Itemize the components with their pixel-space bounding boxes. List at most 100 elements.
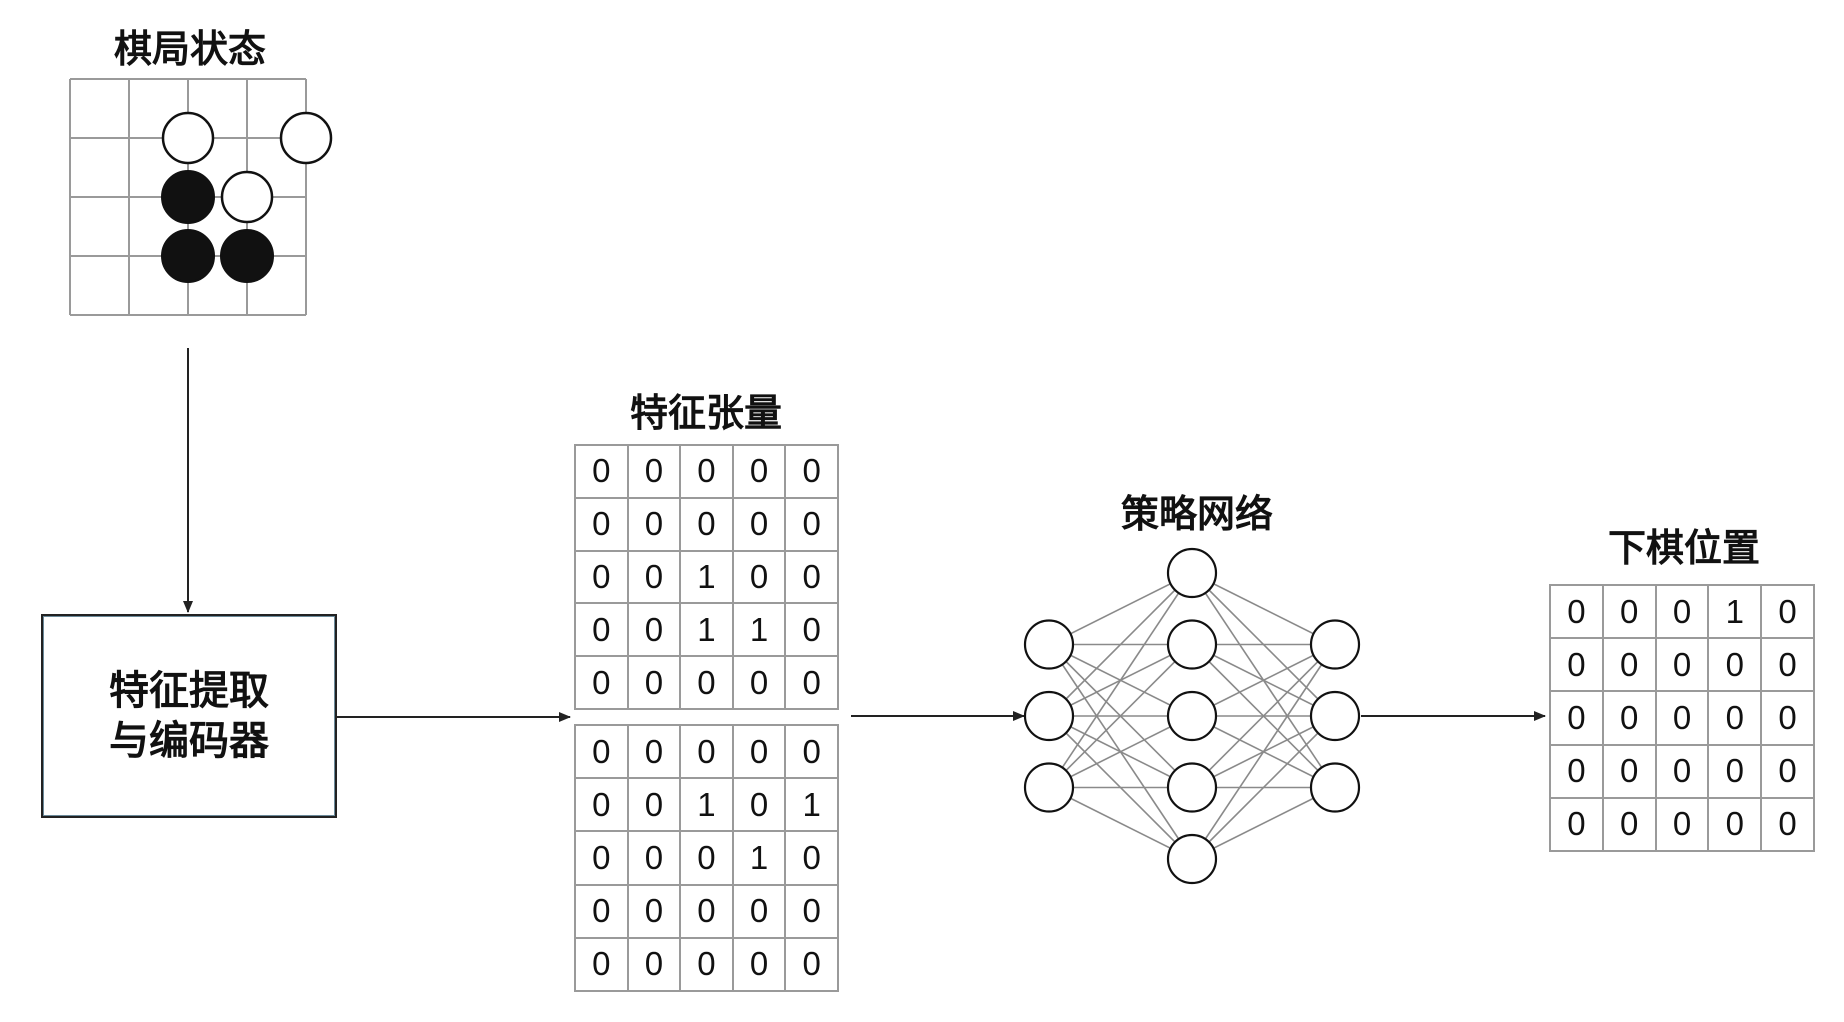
grid-cell: 0 — [574, 496, 629, 552]
network-node — [1166, 690, 1218, 742]
network-node — [1166, 547, 1218, 599]
network-node — [1309, 619, 1361, 670]
network-node — [1023, 762, 1075, 813]
grid-cell: 0 — [731, 655, 787, 710]
grid-cell: 0 — [626, 830, 682, 886]
grid-cell: 0 — [626, 444, 682, 499]
network-edge — [1048, 715, 1193, 789]
grid-cell: 0 — [1707, 743, 1763, 799]
grid-cell: 0 — [679, 655, 734, 710]
grid-cell: 0 — [574, 444, 629, 499]
grid-cell: 0 — [1601, 796, 1657, 853]
grid-cell: 0 — [1601, 637, 1657, 693]
grid-cell: 0 — [1549, 583, 1604, 640]
network-edge — [1191, 643, 1336, 789]
grid-cell: 0 — [784, 883, 839, 939]
network-edge — [1191, 572, 1336, 646]
grid-cell: 0 — [626, 549, 682, 605]
grid-cell: 0 — [679, 830, 734, 886]
network-edge — [1191, 644, 1336, 860]
grid-cell: 0 — [574, 936, 629, 993]
network-node — [1023, 619, 1075, 670]
grid-cell: 0 — [731, 723, 787, 780]
network-edge — [1191, 643, 1336, 717]
grid-cell: 1 — [679, 602, 734, 658]
white-stone — [279, 111, 333, 165]
grid-cell: 0 — [731, 777, 787, 833]
grid-cell: 0 — [574, 549, 629, 605]
grid-cell: 0 — [731, 444, 787, 499]
grid-cell: 0 — [626, 936, 682, 993]
grid-cell: 0 — [1601, 743, 1657, 799]
grid-cell: 0 — [626, 496, 682, 552]
grid-cell: 0 — [1654, 796, 1710, 853]
grid-cell: 0 — [1707, 637, 1763, 693]
output-title: 下棋位置 — [1607, 526, 1761, 570]
grid-cell: 0 — [1707, 690, 1763, 746]
grid-cell: 0 — [731, 549, 787, 605]
network-edge — [1048, 786, 1193, 860]
grid-cell: 0 — [679, 883, 734, 939]
grid-cell: 0 — [679, 496, 734, 552]
grid-cell: 0 — [1654, 690, 1710, 746]
grid-cell: 0 — [574, 777, 629, 833]
grid-cell: 0 — [574, 723, 629, 780]
grid-cell: 0 — [784, 444, 839, 499]
grid-cell: 0 — [1760, 796, 1815, 853]
grid-cell: 0 — [1549, 690, 1604, 746]
grid-cell: 0 — [626, 655, 682, 710]
grid-cell: 0 — [731, 936, 787, 993]
black-stone — [220, 229, 274, 283]
grid-cell: 0 — [1654, 583, 1710, 640]
grid-cell: 1 — [731, 830, 787, 886]
grid-cell: 0 — [1549, 743, 1604, 799]
encoder-label-line2: 与编码器 — [109, 718, 269, 764]
grid-cell: 0 — [784, 496, 839, 552]
grid-cell: 0 — [679, 723, 734, 780]
network-title: 策略网络 — [1120, 492, 1274, 536]
grid-cell: 0 — [626, 602, 682, 658]
flow-arrows — [183, 348, 1546, 722]
grid-cell: 1 — [784, 777, 839, 833]
grid-cell: 0 — [626, 723, 682, 780]
encoder-label-line1: 特征提取 — [109, 668, 269, 714]
white-stone — [161, 111, 215, 165]
network-node — [1166, 762, 1218, 813]
grid-cell: 0 — [784, 723, 839, 780]
grid-cell: 0 — [574, 830, 629, 886]
grid-cell: 0 — [1760, 583, 1815, 640]
grid-cell: 0 — [1760, 637, 1815, 693]
grid-cell: 1 — [679, 777, 734, 833]
black-stone — [161, 170, 215, 224]
grid-cell: 0 — [1601, 583, 1657, 640]
board-title: 棋局状态 — [113, 27, 267, 71]
grid-cell: 0 — [679, 936, 734, 993]
grid-cell: 0 — [1601, 690, 1657, 746]
network-node — [1309, 762, 1361, 813]
grid-cell: 0 — [784, 936, 839, 993]
grid-cell: 0 — [784, 549, 839, 605]
grid-cell: 0 — [731, 883, 787, 939]
grid-cell: 0 — [1549, 796, 1604, 853]
grid-cell: 1 — [679, 549, 734, 605]
network-edge — [1191, 786, 1336, 860]
grid-cell: 0 — [574, 602, 629, 658]
grid-cell: 1 — [731, 602, 787, 658]
network-node — [1309, 690, 1361, 742]
grid-cell: 0 — [626, 883, 682, 939]
go-board — [69, 78, 333, 316]
grid-cell: 0 — [1707, 796, 1763, 853]
